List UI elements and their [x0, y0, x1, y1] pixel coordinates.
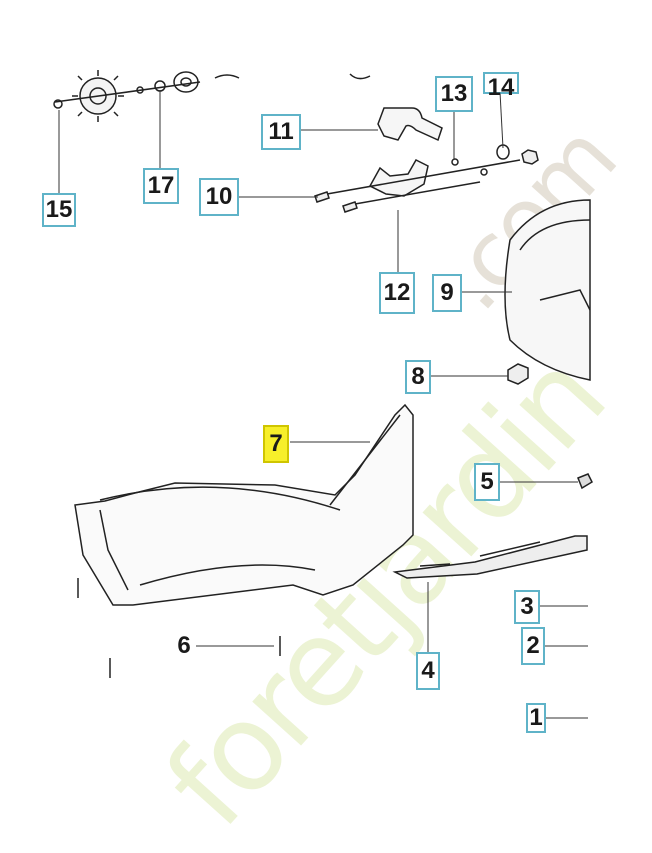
callout-3: 3: [514, 590, 540, 624]
callout-12: 12: [379, 272, 415, 314]
technical-drawing: [53, 70, 593, 719]
callout-11: 11: [261, 114, 301, 150]
callout-2: 2: [521, 627, 545, 665]
callout-17: 17: [143, 168, 179, 204]
callout-10: 10: [199, 178, 239, 216]
gear-drawing: [53, 70, 371, 122]
collector-drawing: [74, 403, 414, 606]
blade-drawing: [392, 535, 588, 579]
callout-1: 1: [526, 703, 546, 733]
callout-4: 4: [416, 652, 440, 690]
callout-7: 7: [263, 425, 289, 463]
bracket-drawing: [377, 107, 443, 142]
parts-diagram: foretjardin .com: [42, 70, 635, 853]
callout-9: 9: [432, 274, 462, 312]
callout-6: 6: [172, 628, 196, 664]
callout-8: 8: [405, 360, 431, 394]
callout-5: 5: [474, 463, 500, 501]
housing-drawing: [504, 199, 591, 381]
callout-14: 14: [483, 72, 519, 101]
callout-13: 13: [435, 76, 473, 112]
callout-15: 15: [42, 193, 76, 227]
